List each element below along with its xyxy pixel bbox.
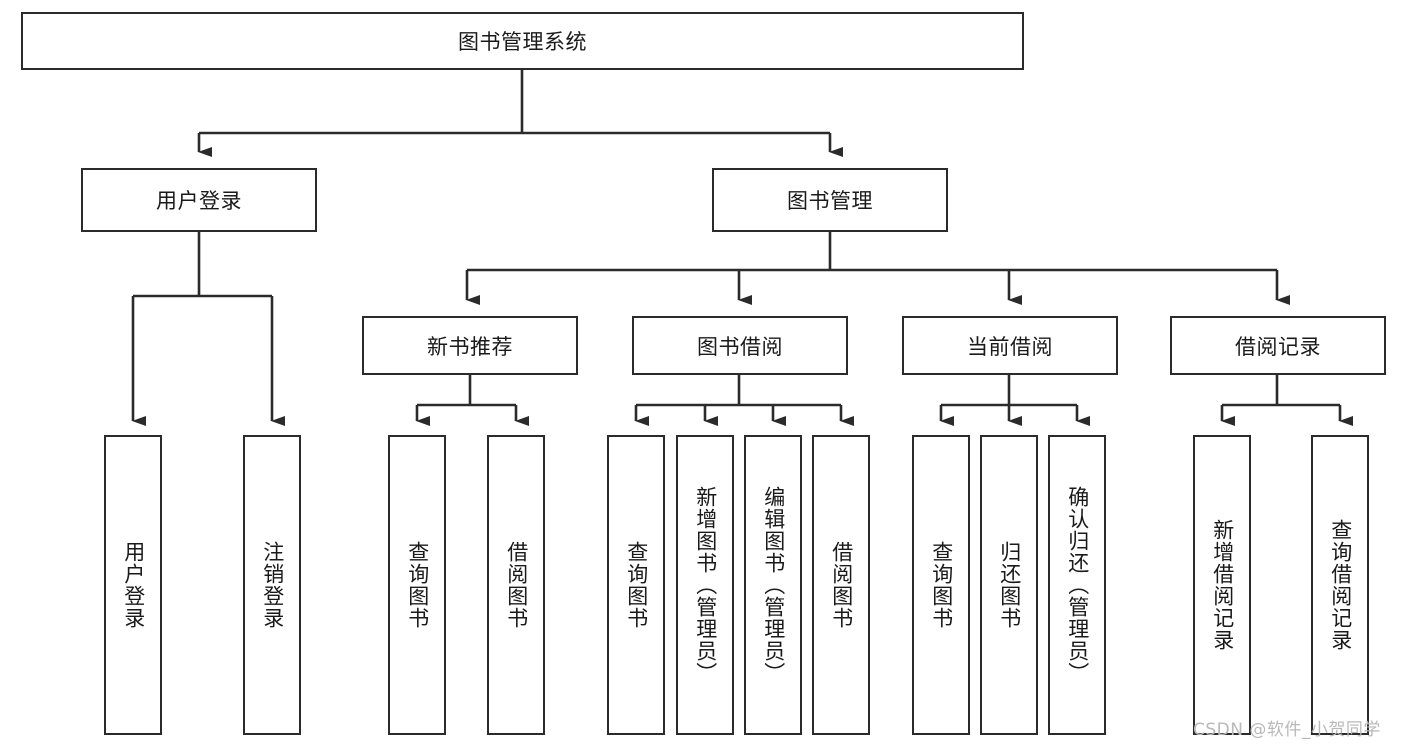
node-label: 新增借阅记录	[1210, 519, 1235, 651]
node-label: 图书借阅	[697, 334, 783, 359]
node-book-management[interactable]: 图书管理	[712, 168, 948, 232]
node-label: 编辑图书（管理员）	[761, 486, 786, 684]
node-new-book-recommendation[interactable]: 新书推荐	[362, 316, 578, 375]
node-label: 新书推荐	[427, 334, 513, 359]
leaf-borrow-book[interactable]: 借阅图书	[812, 435, 870, 735]
leaf-logout[interactable]: 注销登录	[243, 435, 301, 735]
node-label: 用户登录	[121, 541, 146, 629]
leaf-edit-book-admin[interactable]: 编辑图书（管理员）	[744, 435, 802, 735]
leaf-query-book-newbook[interactable]: 查询图书	[388, 435, 446, 735]
node-label: 新增图书（管理员）	[693, 486, 718, 684]
leaf-confirm-return-admin[interactable]: 确认归还（管理员）	[1048, 435, 1106, 735]
leaf-user-login[interactable]: 用户登录	[104, 435, 162, 735]
watermark-text: CSDN @软件_小贺同学	[1193, 720, 1381, 740]
node-user-login[interactable]: 用户登录	[81, 168, 317, 232]
node-label: 借阅图书	[829, 541, 854, 629]
node-label: 图书管理系统	[458, 30, 587, 54]
node-label: 借阅图书	[504, 541, 529, 629]
node-label: 借阅记录	[1235, 334, 1321, 359]
leaf-query-book-borrow[interactable]: 查询图书	[607, 435, 665, 735]
node-label: 归还图书	[997, 541, 1022, 629]
node-label: 查询图书	[929, 541, 954, 629]
node-label: 查询借阅记录	[1328, 519, 1353, 651]
node-label: 图书管理	[787, 189, 873, 213]
node-label: 确认归还（管理员）	[1065, 486, 1090, 684]
node-borrowing-records[interactable]: 借阅记录	[1170, 316, 1386, 375]
leaf-query-book-current[interactable]: 查询图书	[912, 435, 970, 735]
leaf-add-book-admin[interactable]: 新增图书（管理员）	[676, 435, 734, 735]
leaf-query-borrow-record[interactable]: 查询借阅记录	[1311, 435, 1369, 735]
node-current-borrowing[interactable]: 当前借阅	[902, 316, 1118, 375]
node-book-borrowing[interactable]: 图书借阅	[632, 316, 848, 375]
node-label: 用户登录	[156, 189, 242, 213]
leaf-return-book[interactable]: 归还图书	[980, 435, 1038, 735]
node-label: 注销登录	[260, 541, 285, 629]
node-root-book-management-system[interactable]: 图书管理系统	[21, 12, 1024, 70]
node-label: 查询图书	[405, 541, 430, 629]
leaf-add-borrow-record[interactable]: 新增借阅记录	[1193, 435, 1251, 735]
node-label: 查询图书	[624, 541, 649, 629]
node-label: 当前借阅	[967, 334, 1053, 359]
leaf-borrow-book-newbook[interactable]: 借阅图书	[487, 435, 545, 735]
